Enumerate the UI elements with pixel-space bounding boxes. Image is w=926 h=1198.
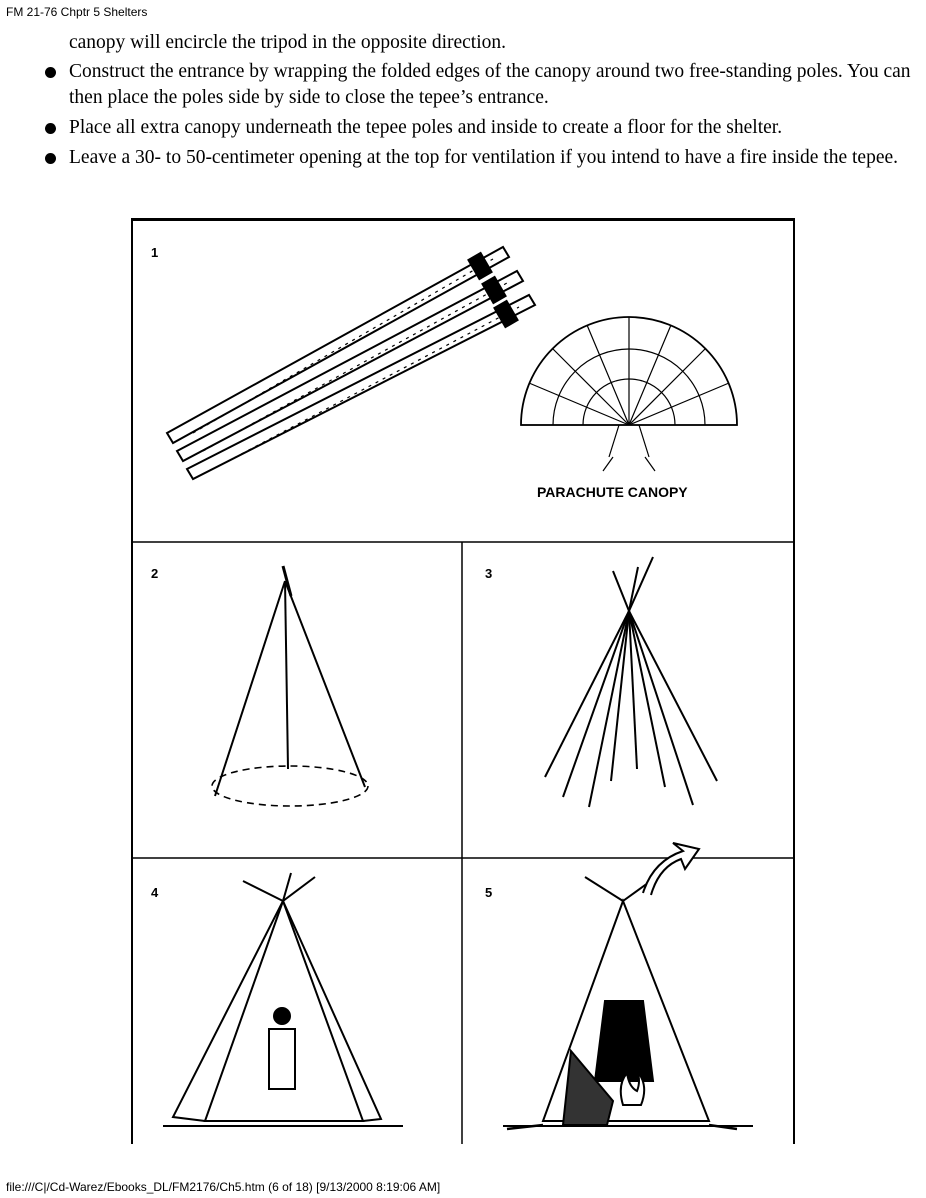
tripod-drawing [212, 566, 368, 806]
bullet-icon [45, 67, 56, 78]
parachute-canopy-drawing [521, 317, 737, 471]
bullet-item: Construct the entrance by wrapping the f… [0, 59, 926, 111]
bullet-item: Leave a 30- to 50-centimeter opening at … [0, 145, 926, 171]
bullet-item: Place all extra canopy underneath the te… [0, 115, 926, 141]
bullet-text: Place all extra canopy underneath the te… [69, 117, 782, 138]
body-text: canopy will encircle the tripod in the o… [0, 30, 926, 175]
tepee-frame-drawing [545, 557, 717, 807]
tepee-ventilation-drawing [503, 843, 753, 1129]
bullet-text: Construct the entrance by wrapping the f… [69, 61, 911, 108]
page-header: FM 21-76 Chptr 5 Shelters [6, 5, 147, 19]
panel-5-number: 5 [485, 885, 492, 900]
figure-illustration: PARACHUTE CANOPY [133, 221, 793, 1144]
poles-drawing [167, 247, 535, 479]
continuation-text: canopy will encircle the tripod in the o… [69, 30, 926, 56]
bullet-list: Construct the entrance by wrapping the f… [0, 59, 926, 171]
panel-3-number: 3 [485, 566, 492, 581]
tepee-construction-figure: PARACHUTE CANOPY [131, 218, 795, 1144]
panel-1-number: 1 [151, 245, 158, 260]
panel-2-number: 2 [151, 566, 158, 581]
tepee-covered-drawing [163, 873, 403, 1126]
bullet-text: Leave a 30- to 50-centimeter opening at … [69, 147, 898, 168]
bullet-icon [45, 153, 56, 164]
panel-4-number: 4 [151, 885, 159, 900]
page-footer: file:///C|/Cd-Warez/Ebooks_DL/FM2176/Ch5… [6, 1180, 440, 1194]
panel-1-caption: PARACHUTE CANOPY [537, 484, 688, 500]
bullet-icon [45, 123, 56, 134]
